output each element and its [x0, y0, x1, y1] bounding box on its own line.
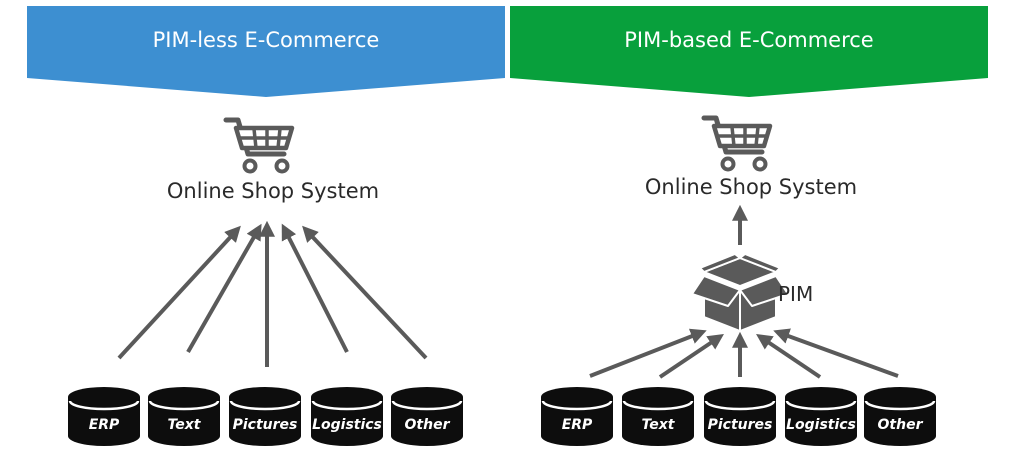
open-box-icon [691, 253, 789, 332]
arrow-erp-to-pim [589, 328, 707, 378]
right-banner-background [510, 6, 988, 97]
arrow-logistics-to-pim [756, 333, 822, 379]
left-arrows [117, 220, 428, 367]
arrow-erp-to-shop [117, 225, 241, 360]
arrow-text-to-shop [186, 223, 262, 353]
arrow-other-to-pim [773, 328, 899, 378]
right-banner: PIM-based E-Commerce [510, 6, 988, 97]
database-label: Text [642, 417, 676, 433]
left-shop: Online Shop System [167, 120, 379, 203]
left-shop-label: Online Shop System [167, 179, 379, 203]
database-label: Logistics [786, 417, 856, 433]
database-erp: ERP [66, 385, 142, 448]
arrow-text-to-pim [658, 333, 724, 379]
left-banner-title: PIM-less E-Commerce [153, 28, 380, 52]
arrow-other-to-shop [302, 225, 428, 360]
right-banner-title: PIM-based E-Commerce [624, 28, 873, 52]
database-pictures: Pictures [702, 385, 778, 448]
left-banner: PIM-less E-Commerce [27, 6, 505, 97]
database-label: Pictures [708, 417, 773, 433]
database-logistics: Logistics [309, 385, 385, 448]
database-pictures: Pictures [227, 385, 303, 448]
pim-node: PIM [691, 253, 813, 332]
database-label: Logistics [312, 417, 382, 433]
database-label: ERP [89, 417, 120, 433]
database-text: Text [146, 385, 222, 448]
database-label: Text [168, 417, 202, 433]
database-other: Other [862, 385, 938, 448]
arrow-logistics-to-shop [281, 223, 349, 353]
database-text: Text [620, 385, 696, 448]
left-data-sources: ERP Text Pictures Logistics Other [66, 385, 465, 448]
database-label: ERP [562, 417, 593, 433]
left-banner-background [27, 6, 505, 97]
right-arrows [589, 204, 899, 379]
database-label: Other [405, 417, 451, 433]
right-shop-label: Online Shop System [645, 175, 857, 199]
pim-label: PIM [778, 282, 813, 306]
database-erp: ERP [539, 385, 615, 448]
database-label: Pictures [233, 417, 298, 433]
right-shop: Online Shop System [645, 118, 857, 199]
shopping-cart-icon [226, 120, 292, 172]
right-data-sources: ERP Text Pictures Logistics Other [539, 385, 938, 448]
database-other: Other [389, 385, 465, 448]
database-label: Other [878, 417, 924, 433]
database-logistics: Logistics [783, 385, 859, 448]
shopping-cart-icon [704, 118, 770, 170]
